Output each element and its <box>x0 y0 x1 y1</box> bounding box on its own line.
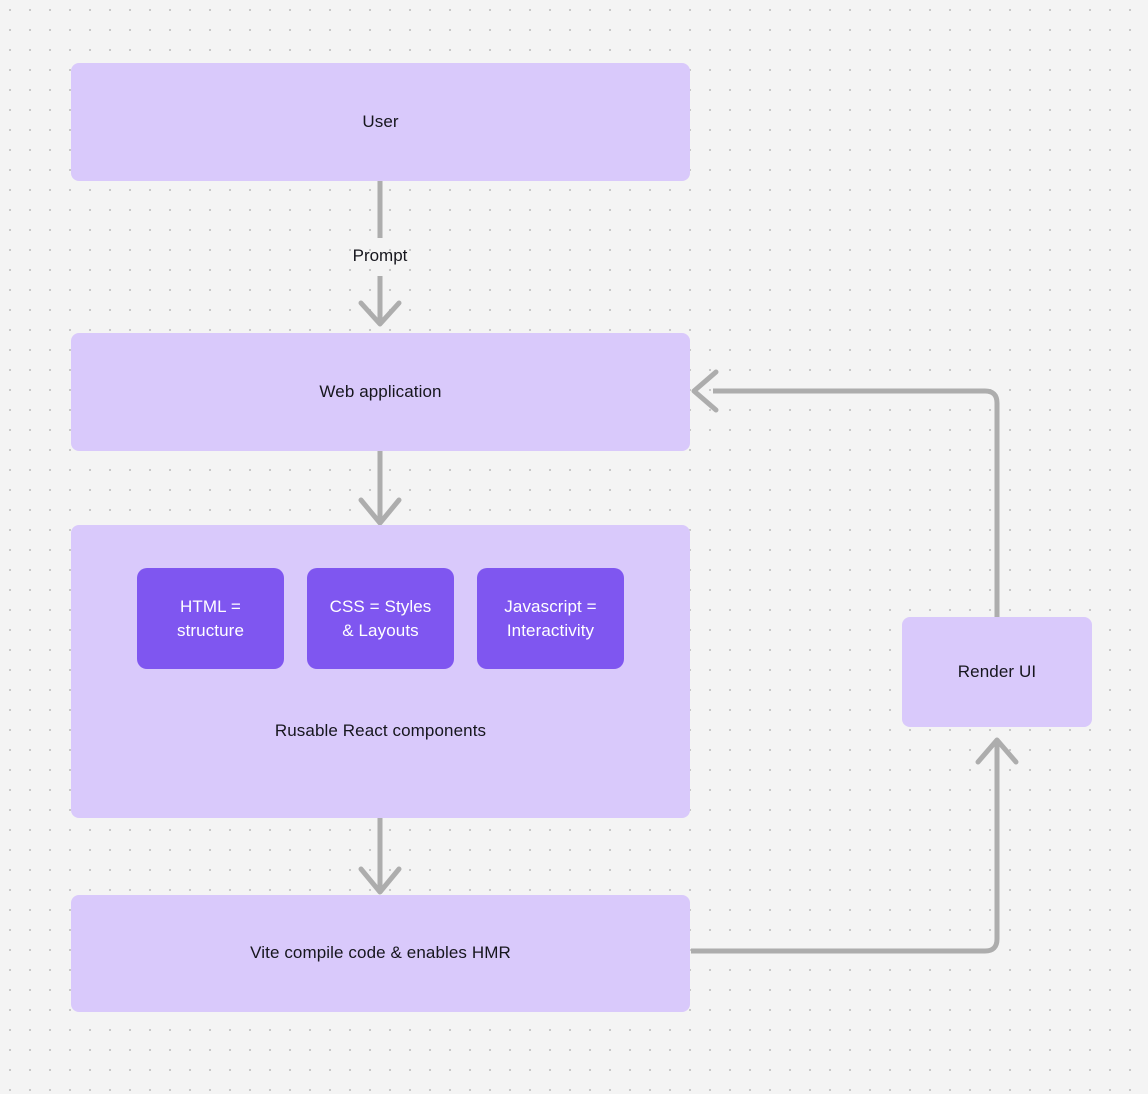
edge-label-prompt: Prompt <box>352 246 408 265</box>
node-components-group[interactable]: HTML = structure CSS = Styles & Layouts … <box>71 525 690 818</box>
node-user-label: User <box>362 111 399 131</box>
arrowhead-web-application-right <box>691 369 719 413</box>
chip-html[interactable]: HTML = structure <box>137 568 284 669</box>
node-web-application-label: Web application <box>319 381 442 401</box>
node-user[interactable]: User <box>71 63 690 181</box>
node-vite-label: Vite compile code & enables HMR <box>250 943 511 963</box>
arrowhead-vite-top <box>358 866 402 895</box>
arrowhead-web-application-top <box>358 300 402 327</box>
edge-vite-to-render-ui <box>691 743 1000 954</box>
node-render-ui-label: Render UI <box>957 661 1037 681</box>
arrowhead-render-ui-bottom <box>975 737 1019 765</box>
chip-css[interactable]: CSS = Styles & Layouts <box>307 568 454 669</box>
components-group-caption: Rusable React components <box>274 721 487 740</box>
chip-javascript[interactable]: Javascript = Interactivity <box>477 568 624 669</box>
node-vite[interactable]: Vite compile code & enables HMR <box>71 895 690 1012</box>
node-render-ui[interactable]: Render UI <box>902 617 1092 727</box>
arrowhead-components-top <box>358 497 402 526</box>
node-web-application[interactable]: Web application <box>71 333 690 451</box>
edge-render-ui-to-web-application <box>713 388 1000 617</box>
